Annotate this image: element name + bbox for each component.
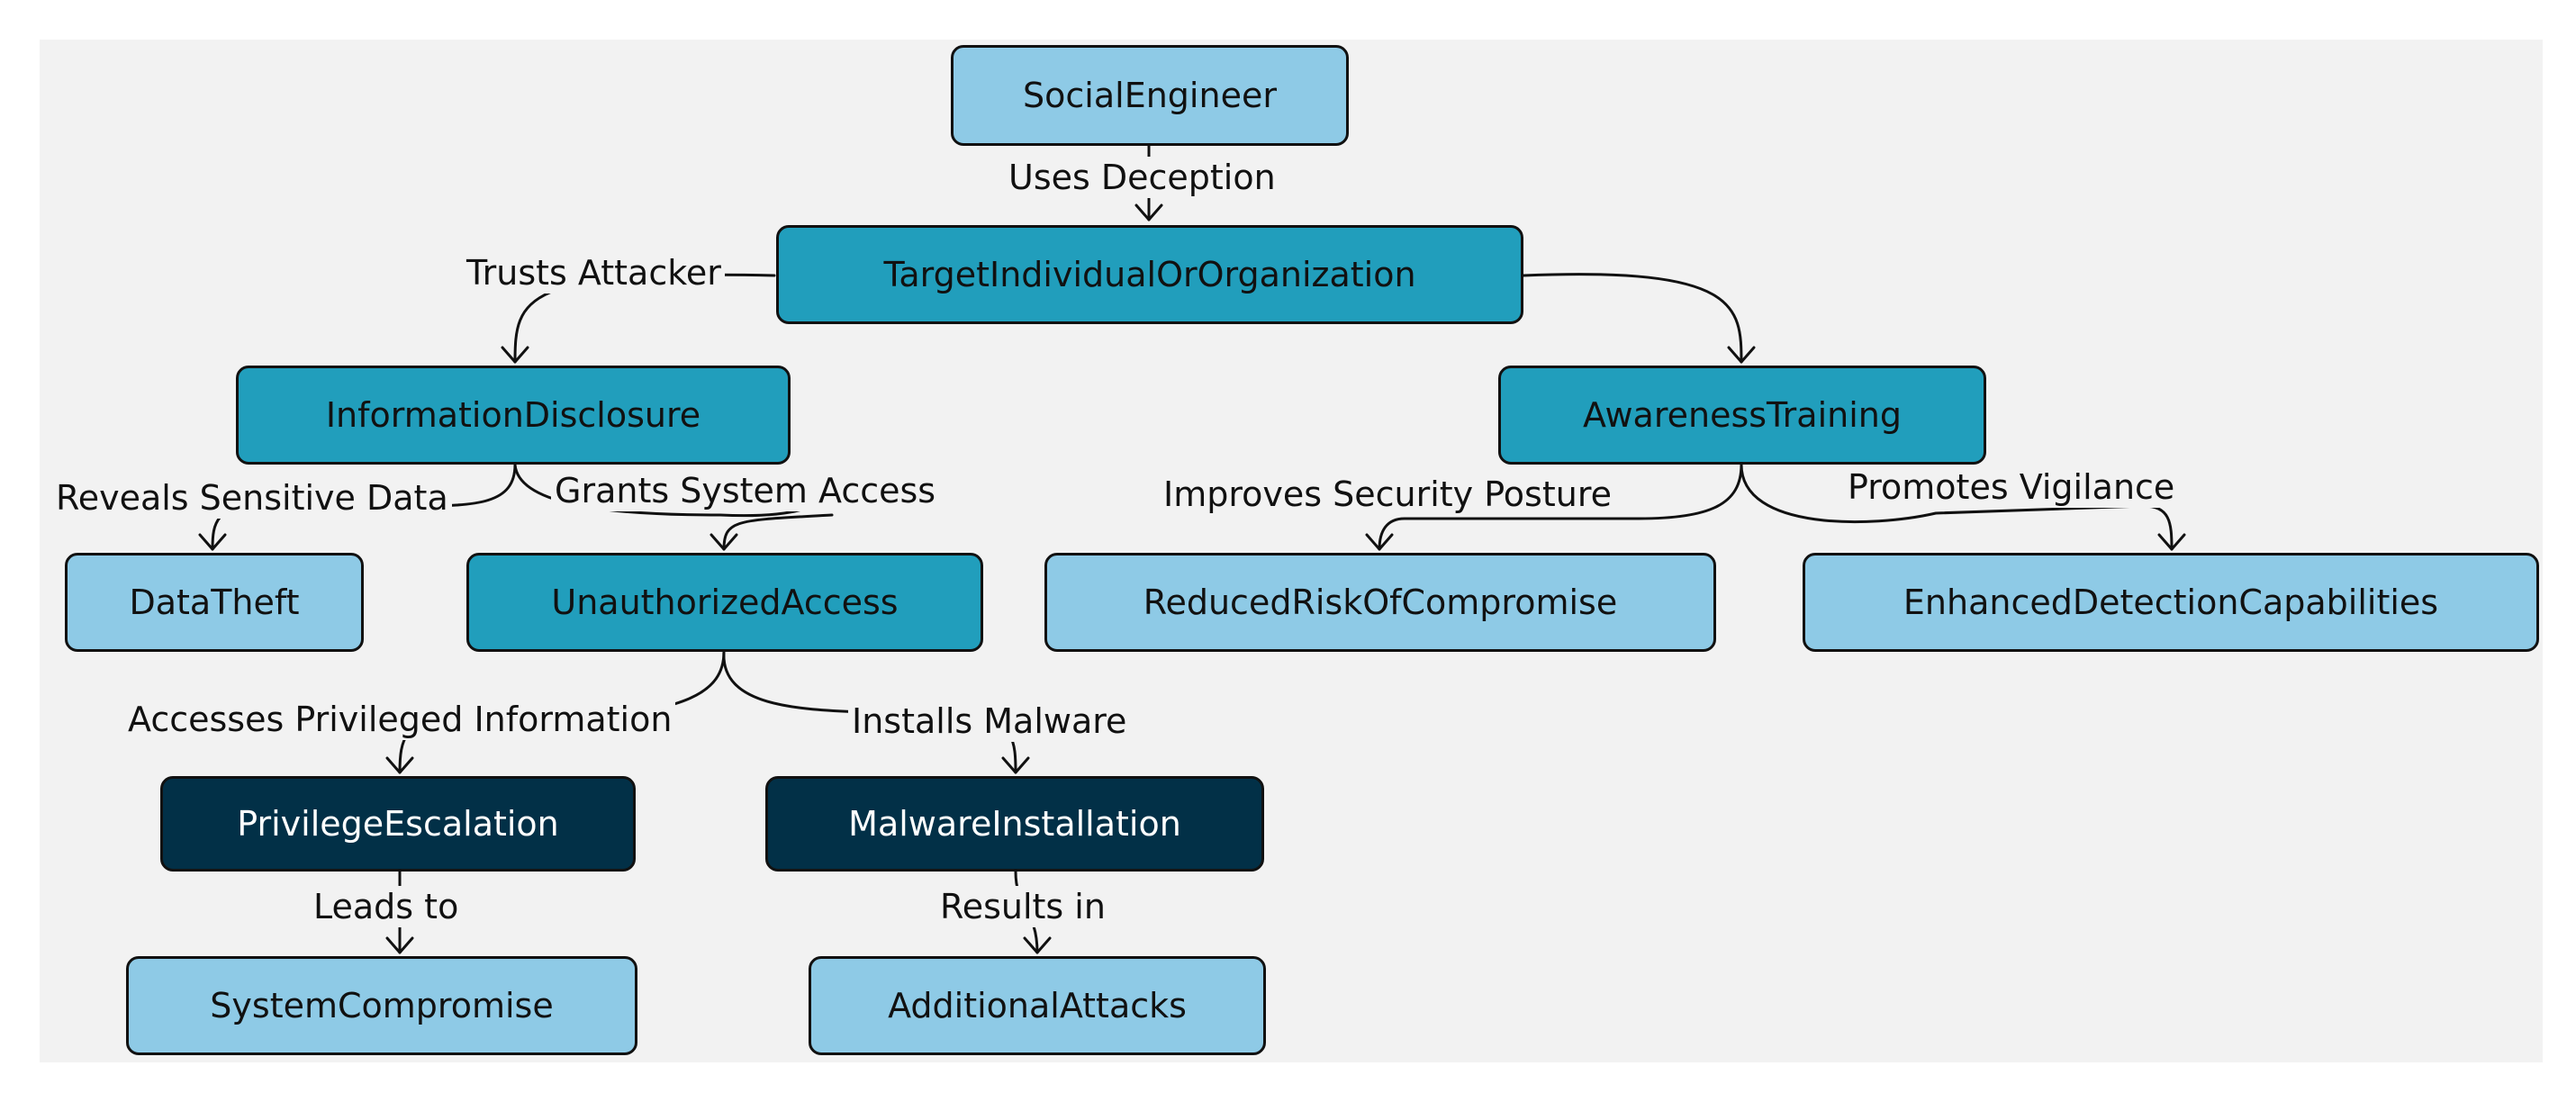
node-data-theft[interactable]: DataTheft (65, 553, 364, 652)
edge-label-improves-security-posture: Improves Security Posture (1160, 474, 1616, 515)
node-additional-attacks[interactable]: AdditionalAttacks (809, 956, 1266, 1055)
edge-awareness (1522, 273, 1743, 364)
node-social-engineer[interactable]: SocialEngineer (951, 45, 1349, 146)
edge-promotes-vigilance (1740, 463, 2174, 551)
edge-label-accesses-privileged-information: Accesses Privileged Information (124, 699, 676, 740)
node-malware-installation[interactable]: MalwareInstallation (765, 776, 1264, 872)
arrowhead (2157, 533, 2186, 551)
node-reduced-risk[interactable]: ReducedRiskOfCompromise (1044, 553, 1716, 652)
node-awareness-training[interactable]: AwarenessTraining (1498, 366, 1986, 465)
arrowhead (1023, 936, 1052, 954)
arrowhead (1001, 756, 1030, 774)
edge-label-promotes-vigilance: Promotes Vigilance (1844, 466, 2179, 508)
edge-label-trusts-attacker: Trusts Attacker (463, 252, 725, 294)
node-enhanced-detection[interactable]: EnhancedDetectionCapabilities (1803, 553, 2539, 652)
arrowhead (1727, 346, 1756, 364)
arrowhead (501, 346, 529, 364)
arrowhead (1365, 533, 1394, 551)
node-privilege-escalation[interactable]: PrivilegeEscalation (160, 776, 636, 872)
node-system-compromise[interactable]: SystemCompromise (126, 956, 637, 1055)
edge-label-leads-to: Leads to (310, 886, 463, 927)
arrowhead (1134, 203, 1163, 221)
arrowhead (710, 533, 738, 551)
edge-label-uses-deception: Uses Deception (1005, 157, 1279, 198)
arrowhead (198, 533, 227, 551)
edge-improves-security-posture (1378, 463, 1743, 551)
node-information-disclosure[interactable]: InformationDisclosure (236, 366, 791, 465)
node-unauthorized-access[interactable]: UnauthorizedAccess (466, 553, 983, 652)
edge-label-installs-malware: Installs Malware (848, 700, 1131, 742)
node-target[interactable]: TargetIndividualOrOrganization (776, 225, 1523, 324)
edge-label-grants-system-access: Grants System Access (551, 470, 940, 511)
edge-label-reveals-sensitive-data: Reveals Sensitive Data (52, 477, 452, 519)
arrowhead (385, 936, 414, 954)
edge-label-results-in: Results in (936, 886, 1109, 927)
arrowhead (385, 756, 414, 774)
